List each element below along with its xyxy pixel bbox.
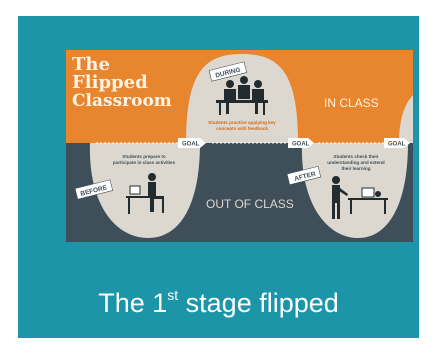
caption-superscript: st — [167, 287, 178, 303]
infographic-title-line3: Classroom — [72, 91, 172, 111]
infographic-title-line2: Flipped — [72, 72, 148, 93]
flipped-classroom-infographic: GOAL GOAL GOAL The Flipped Classroom IN … — [66, 50, 413, 242]
goal-label-3: GOAL — [388, 142, 406, 148]
out-of-class-label: OUT OF CLASS — [206, 197, 294, 211]
caption-suffix: stage flipped — [178, 288, 339, 318]
before-description-line1: Students prepare to — [122, 154, 166, 159]
slide: GOAL GOAL GOAL The Flipped Classroom IN … — [18, 16, 419, 338]
goal-label-1: GOAL — [182, 142, 200, 148]
after-description-line2: understanding and extend — [327, 160, 385, 165]
before-description-line2: participate in class activities — [113, 160, 176, 165]
during-description-line1: Students practice applying key — [208, 120, 276, 125]
caption-prefix: The 1 — [98, 288, 167, 318]
after-description-line1: Students check their — [333, 154, 378, 159]
during-description-line2: concepts with feedback — [216, 126, 268, 131]
after-description-line3: their learning — [341, 166, 370, 171]
in-class-label: IN CLASS — [324, 96, 379, 110]
goal-label-2: GOAL — [292, 142, 310, 148]
slide-caption: The 1st stage flipped — [18, 288, 419, 317]
